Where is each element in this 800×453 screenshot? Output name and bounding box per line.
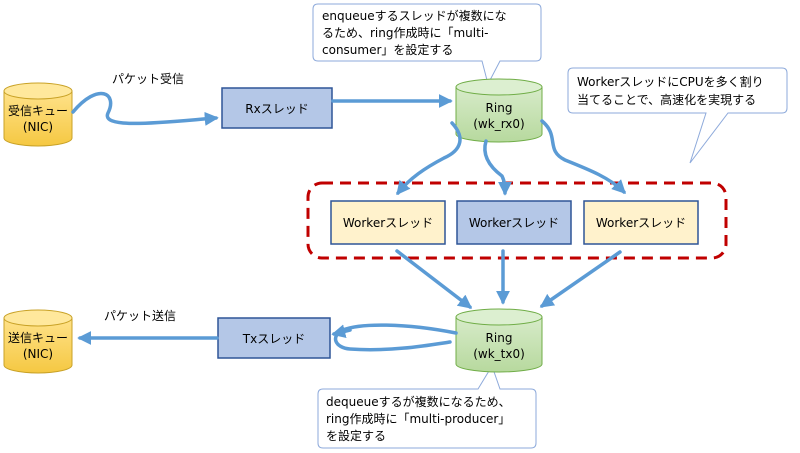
callout-dequeue: dequeueするが複数になるため、 ring作成時に「multi-produc…	[317, 364, 537, 449]
tx-queue-cylinder: 送信キュー (NIC)	[3, 309, 73, 374]
rx-thread-box: Rxスレッド	[221, 87, 333, 129]
ring-tx-sublabel: (wk_tx0)	[473, 347, 525, 361]
ring-tx-cylinder: Ring (wk_tx0)	[455, 308, 543, 373]
rx-queue-label: 受信キュー	[8, 104, 68, 118]
callout-dequeue-line1: dequeueするが複数になるため、	[326, 394, 511, 409]
rx-queue-cylinder: 受信キュー (NIC)	[3, 82, 73, 147]
callout-worker-line2: 当てることで、高速化を実現する	[577, 92, 756, 107]
arrow-ring-to-worker-3	[540, 119, 626, 194]
worker-group-dashed-border	[306, 181, 728, 260]
ring-tx-label: Ring	[486, 331, 513, 345]
worker-thread-label-3: Workerスレッド	[596, 216, 686, 230]
ring-rx-sublabel: (wk_rx0)	[473, 117, 524, 131]
tx-queue-sublabel: (NIC)	[23, 347, 53, 361]
callout-dequeue-line2: ring作成時に「multi-producer」	[326, 412, 510, 426]
callout-enqueue-line3: consumer」を設定する	[322, 42, 453, 57]
arrow-ring-to-worker-1	[396, 121, 462, 196]
arrow-ring-to-worker-2	[483, 139, 512, 196]
callout-worker: WorkerスレッドにCPUを多く割り 当てることで、高速化を実現する	[567, 67, 788, 164]
callout-dequeue-line3: を設定する	[326, 428, 386, 443]
callout-enqueue-line1: enqueueするスレッドが複数にな	[322, 8, 507, 23]
arrow-rx-queue-to-rx-thread	[71, 91, 219, 126]
worker-thread-box-3: Workerスレッド	[583, 200, 699, 245]
arrow-ring-tx-to-tx-thread-head	[331, 324, 352, 339]
rx-thread-label: Rxスレッド	[245, 102, 308, 116]
arrow-worker-3-to-ring-tx	[539, 250, 622, 308]
ring-rx-cylinder: Ring (wk_rx0)	[455, 78, 543, 143]
rx-queue-sublabel: (NIC)	[23, 120, 53, 134]
callout-worker-line1: WorkerスレッドにCPUを多く割り	[577, 74, 764, 89]
worker-thread-box-2: Workerスレッド	[456, 200, 572, 245]
tx-queue-label: 送信キュー	[8, 330, 68, 345]
arrow-worker-1-to-ring-tx	[395, 249, 473, 309]
ring-rx-label: Ring	[486, 101, 513, 115]
callout-enqueue: enqueueするスレッドが複数にな るため、ring作成時に「multi- c…	[312, 3, 542, 86]
tx-thread-label: Txスレッド	[242, 332, 305, 346]
packet-send-label: パケット送信	[104, 308, 176, 323]
worker-thread-label-1: Workerスレッド	[343, 216, 433, 230]
arrow-ring-tx-to-tx-thread	[333, 323, 458, 352]
tx-thread-box: Txスレッド	[217, 317, 331, 359]
packet-receive-label: パケット受信	[112, 72, 184, 86]
callout-enqueue-line2: るため、ring作成時に「multi-	[322, 26, 489, 40]
worker-thread-box-1: Workerスレッド	[330, 200, 446, 245]
worker-thread-label-2: Workerスレッド	[469, 216, 559, 230]
